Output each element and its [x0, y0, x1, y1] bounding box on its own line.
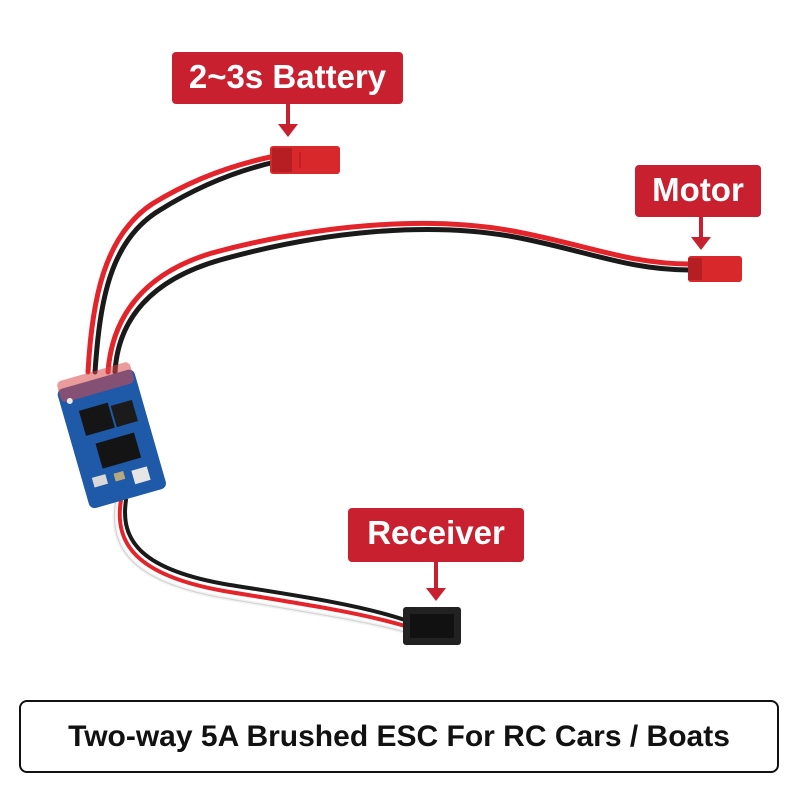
motor-callout: Motor: [635, 165, 761, 250]
battery-callout: 2~3s Battery: [172, 52, 403, 137]
esc-board: [57, 362, 166, 509]
motor-arrow-stem: [698, 217, 703, 239]
motor-callout-label: Motor: [652, 171, 744, 208]
product-caption: Two-way 5A Brushed ESC For RC Cars / Boa…: [19, 700, 779, 773]
receiver-callout: Receiver: [348, 508, 524, 601]
motor-arrow-head: [690, 237, 711, 250]
caption-text: Two-way 5A Brushed ESC For RC Cars / Boa…: [68, 719, 730, 753]
receiver-wires: [112, 498, 407, 634]
battery-callout-label: 2~3s Battery: [188, 58, 387, 95]
receiver-callout-label: Receiver: [367, 514, 505, 551]
battery-connector: [270, 146, 340, 174]
battery-arrow-stem: [285, 104, 290, 126]
receiver-arrow-head: [426, 588, 446, 601]
receiver-arrow-stem: [434, 562, 438, 590]
receiver-connector: [403, 607, 461, 645]
motor-connector: [688, 256, 742, 282]
battery-arrow-head: [277, 124, 298, 137]
battery-wires: [85, 153, 278, 375]
motor-wires: [105, 220, 693, 375]
